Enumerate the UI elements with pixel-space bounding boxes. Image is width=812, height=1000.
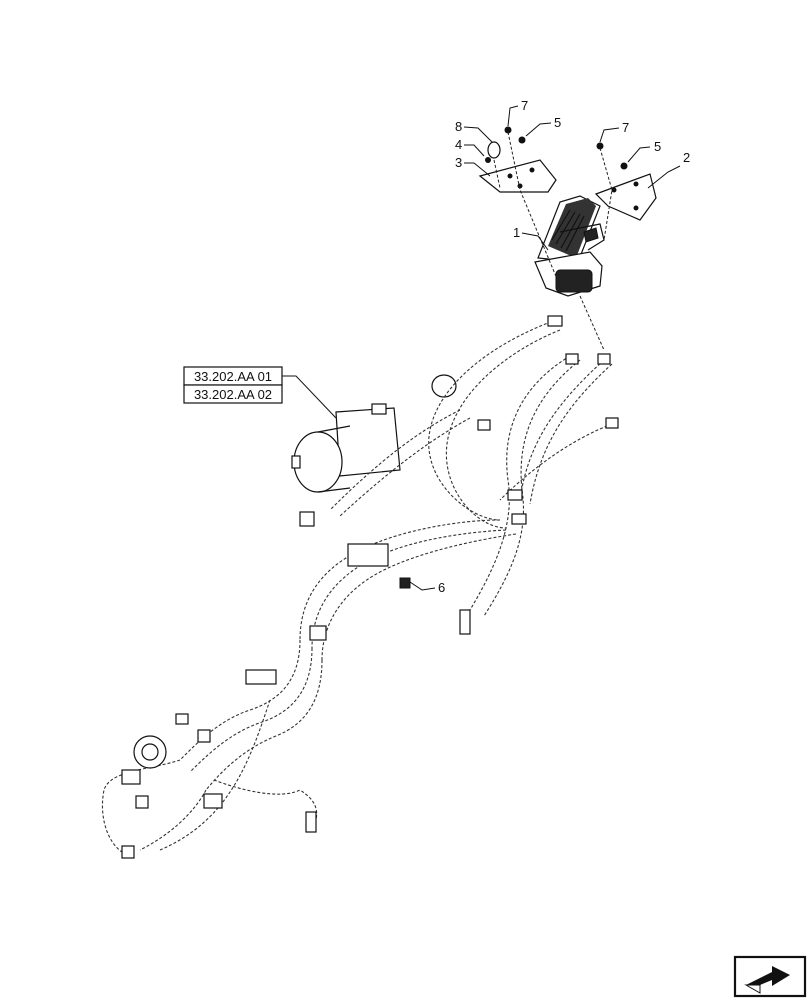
reference-box-1-label: 33.202.AA 01 (194, 369, 272, 384)
accumulator (291, 374, 457, 493)
callout-7a: 7 (521, 98, 528, 113)
reference-box-2-label: 33.202.AA 02 (194, 387, 272, 402)
callout-7b: 7 (622, 120, 629, 135)
callout-4: 4 (455, 137, 462, 152)
fasteners (485, 126, 628, 170)
fittings (121, 315, 619, 859)
reference-box-1[interactable]: 33.202.AA 01 (183, 366, 283, 386)
callouts: 1 2 3 4 5 5 6 7 7 8 (409, 98, 690, 595)
next-page-arrow-icon[interactable] (733, 955, 807, 998)
callout-2: 2 (683, 150, 690, 165)
reference-box-group: 33.202.AA 01 33.202.AA 02 (183, 366, 337, 419)
callout-8: 8 (455, 119, 462, 134)
callout-5a: 5 (554, 115, 561, 130)
assembly-lines (493, 131, 613, 351)
bracket-right (594, 173, 657, 221)
callout-3: 3 (455, 155, 462, 170)
hose-bundle (101, 319, 613, 857)
callout-1: 1 (513, 225, 520, 240)
callout-6: 6 (438, 580, 445, 595)
callout-5b: 5 (654, 139, 661, 154)
bracket-left (478, 159, 557, 193)
reference-box-2[interactable]: 33.202.AA 02 (183, 384, 283, 404)
pedal-assembly (534, 195, 605, 297)
